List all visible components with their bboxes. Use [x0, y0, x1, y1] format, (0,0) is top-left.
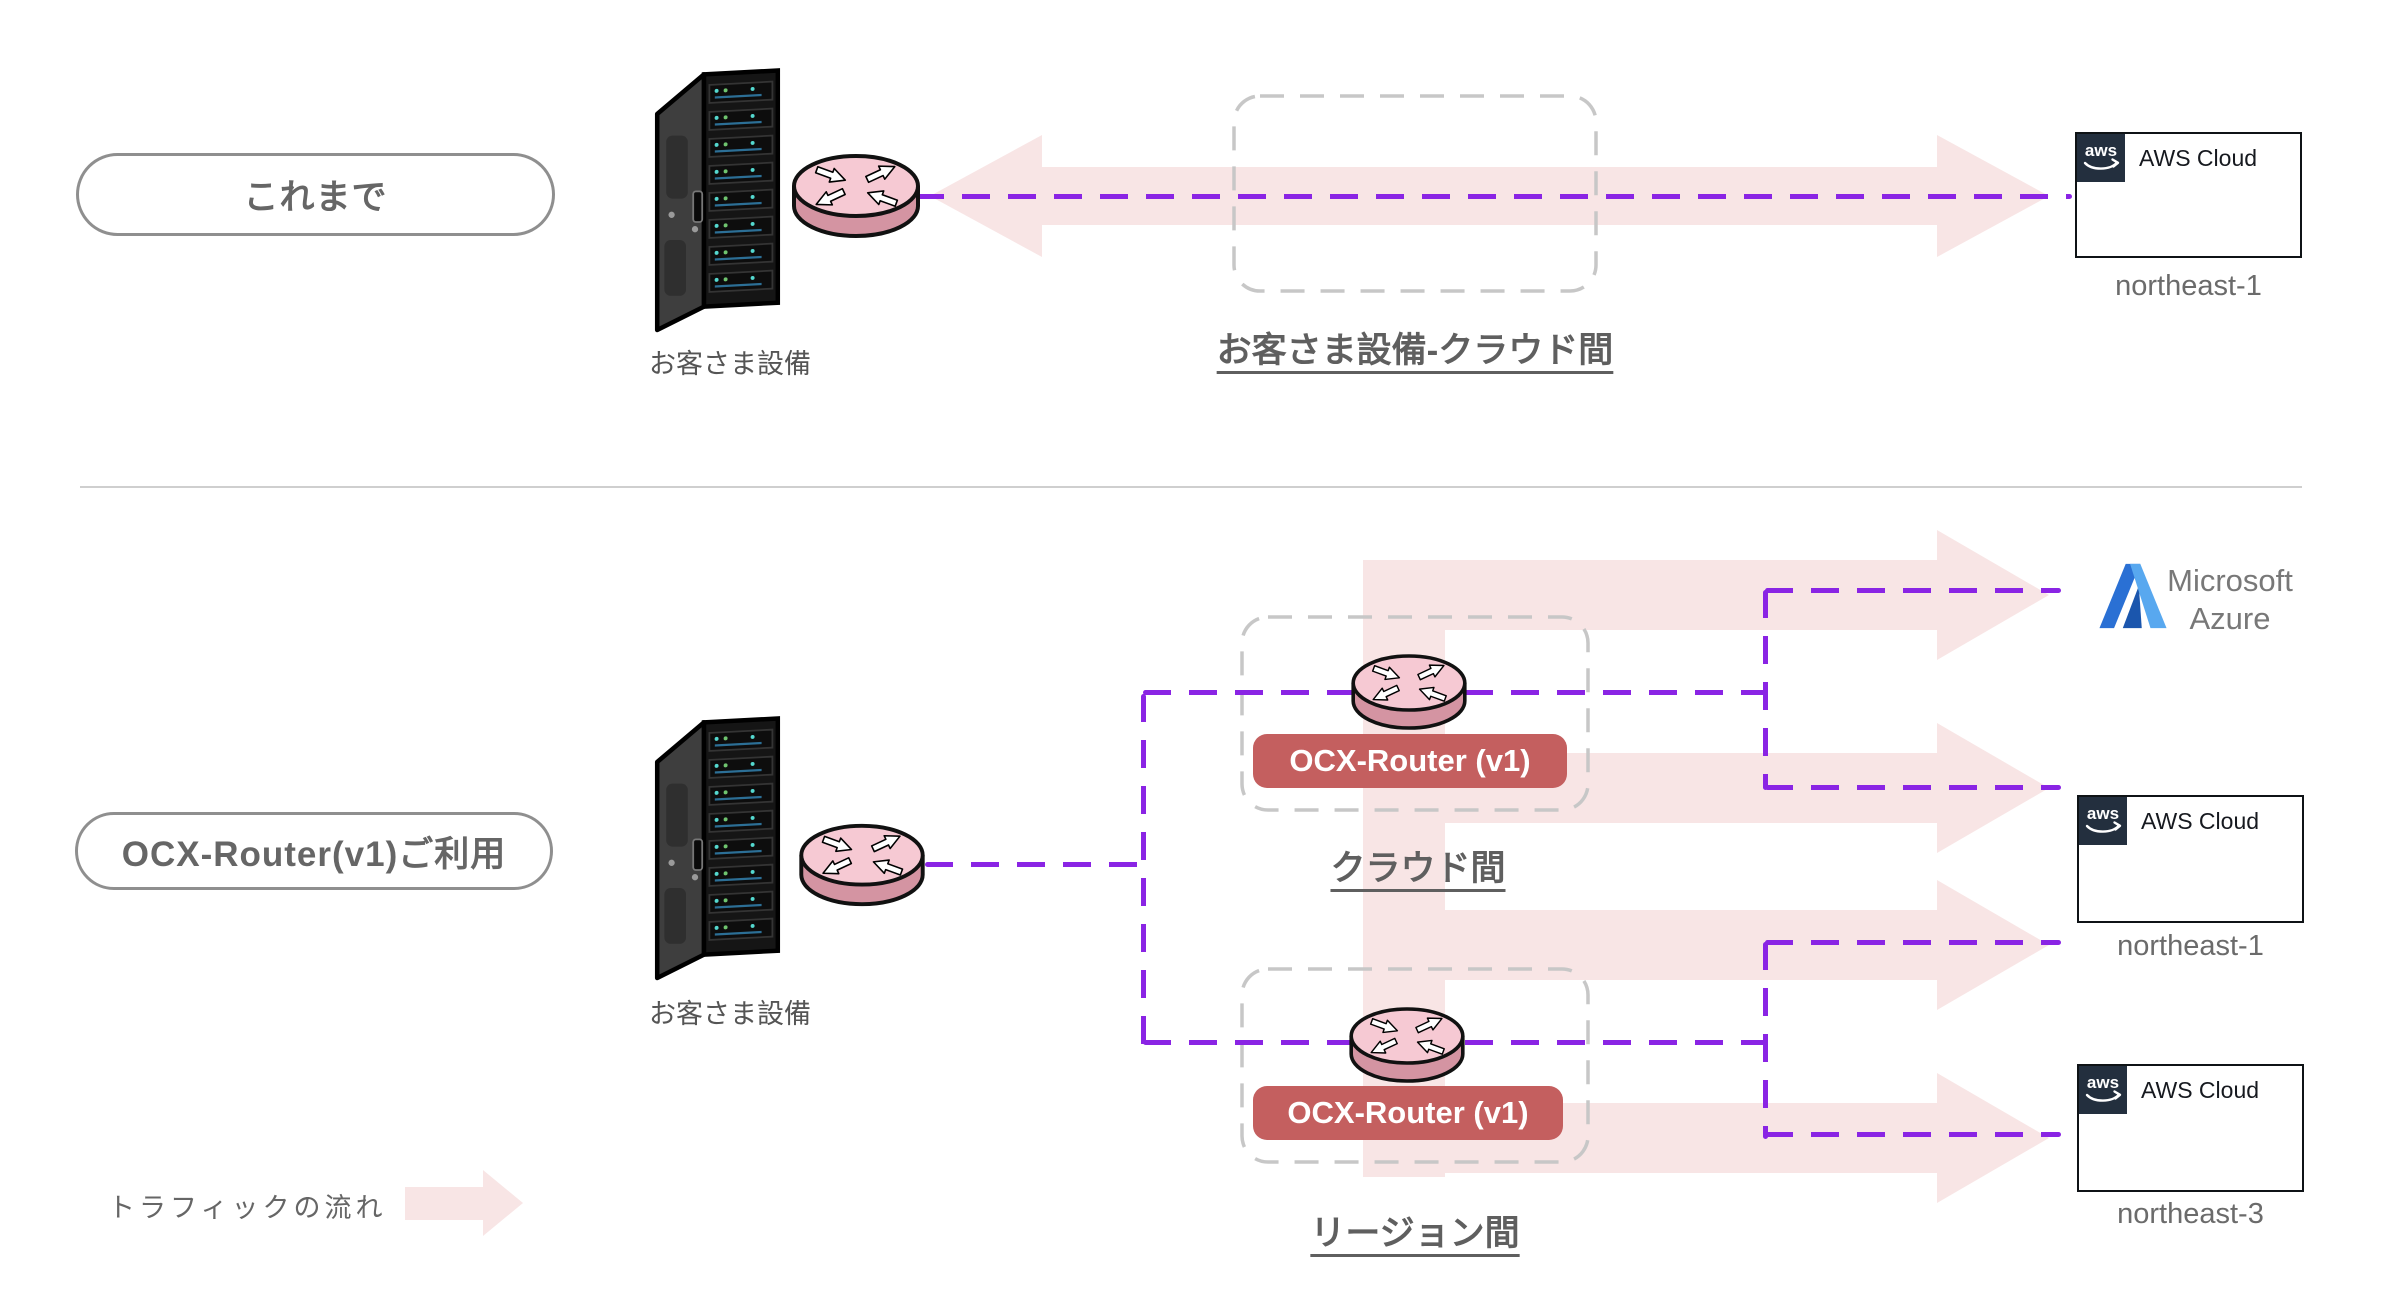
aws-cloud-box: aws AWS Cloud: [2077, 795, 2304, 923]
link-to-aws-northeast3: [1765, 1132, 2061, 1137]
link-region-split-vertical: [1763, 942, 1768, 1139]
aws-cloud-title: AWS Cloud: [2139, 145, 2258, 171]
azure-label-line2: Azure: [2189, 601, 2271, 636]
customer-equipment-label: お客さま設備: [649, 349, 811, 379]
traffic-arrow-head-azure: [1937, 530, 2049, 660]
aws-wordmark: aws: [2087, 804, 2119, 823]
stage-pill-after: OCX-Router(v1)ご利用: [75, 812, 553, 890]
aws-cloud-title: AWS Cloud: [2141, 808, 2260, 834]
azure-logo-icon: [2099, 563, 2167, 629]
aws-wordmark: aws: [2085, 141, 2117, 160]
aws-cloud-title: AWS Cloud: [2141, 1077, 2260, 1103]
customer-equipment-label: お客さま設備: [649, 999, 811, 1029]
link-junction-vertical: [1141, 694, 1146, 1046]
traffic-flow-legend-arrow-body: [405, 1187, 483, 1220]
aws-cloud-box: aws AWS Cloud: [2077, 1064, 2304, 1192]
region-group-label: リージョン間: [1310, 1214, 1520, 1253]
cloud-group-label: クラウド間: [1330, 849, 1506, 888]
aws-region-label: northeast-3: [2117, 1198, 2264, 1230]
router-icon: [799, 823, 925, 907]
azure-label-line1: Microsoft: [2167, 563, 2293, 598]
traffic-flow-legend-arrow-head: [483, 1170, 523, 1236]
traffic-flow-legend-label: トラフィックの流れ: [108, 1193, 387, 1223]
server-rack-icon: [654, 68, 781, 333]
traffic-arrow-head-aws-mid-bottom: [1937, 880, 2049, 1010]
link-to-aws-mid-bottom: [1765, 940, 2061, 945]
aws-logo: aws: [2077, 134, 2125, 182]
server-rack-icon: [654, 716, 781, 981]
traffic-arrow-head-aws-northeast3: [1937, 1073, 2049, 1203]
ocx-router-icon-cloud: [1351, 654, 1467, 730]
unused-group-box: [1232, 94, 1598, 293]
aws-cloud-box: aws AWS Cloud: [2075, 132, 2302, 258]
ocx-router-badge-cloud: OCX-Router (v1): [1253, 734, 1567, 788]
ocx-router-icon-region: [1349, 1007, 1465, 1083]
traffic-arrow-body: [1363, 910, 1937, 980]
section-divider: [80, 486, 2302, 488]
link-to-aws-mid-top: [1765, 785, 2061, 790]
traffic-arrow-body: [1363, 560, 1937, 630]
stage-pill-before-label: これまで: [243, 178, 388, 217]
aws-region-label: northeast-1: [2115, 270, 2262, 302]
azure-label: Microsoft Azure: [2150, 562, 2310, 638]
aws-wordmark: aws: [2087, 1073, 2119, 1092]
ocx-router-badge-region: OCX-Router (v1): [1253, 1086, 1563, 1140]
link-to-azure: [1765, 588, 2061, 593]
aws-region-label: northeast-1: [2117, 930, 2264, 962]
link-customer-to-junction: [925, 862, 1145, 867]
link-dashed-line-top: [916, 194, 2072, 199]
aws-logo: aws: [2079, 797, 2127, 845]
connection-scope-label: お客さま設備-クラウド間: [1216, 331, 1614, 370]
stage-pill-before: これまで: [76, 153, 555, 236]
stage-pill-after-label: OCX-Router(v1)ご利用: [121, 834, 507, 874]
link-cloud-split-vertical: [1763, 590, 1768, 790]
cloud-group-box: [1240, 615, 1590, 812]
region-group-box: [1240, 967, 1590, 1164]
router-icon: [792, 154, 920, 238]
aws-logo: aws: [2079, 1066, 2127, 1114]
